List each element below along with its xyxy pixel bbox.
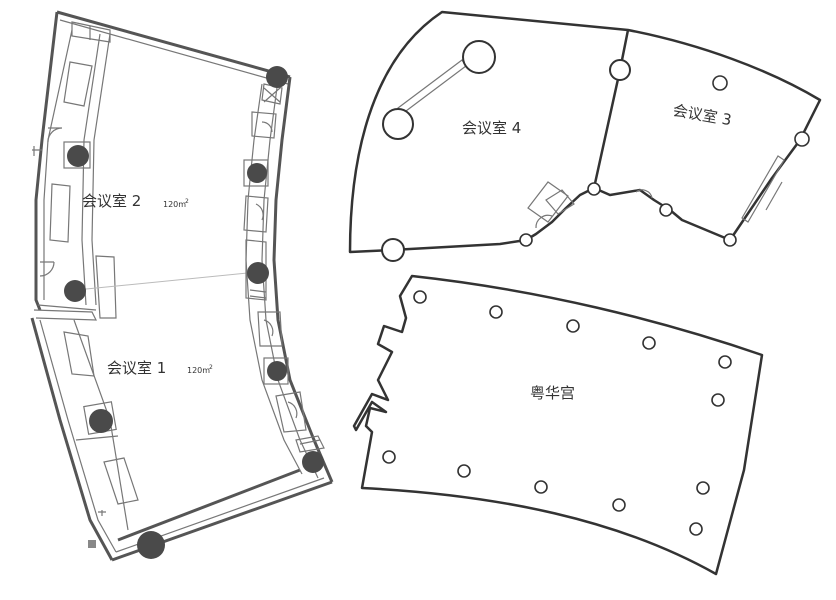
structural-column <box>266 66 288 88</box>
structural-column <box>382 450 396 464</box>
room-4-name: 会议室 4 <box>462 119 521 137</box>
structural-column <box>642 336 656 350</box>
yuehua-hall-name: 粤华宫 <box>530 384 575 402</box>
structural-column <box>723 233 737 247</box>
structural-column <box>612 498 626 512</box>
room-2-area-unit: 2 <box>185 198 189 205</box>
structural-column <box>89 409 113 433</box>
structural-column <box>302 451 324 473</box>
wall-bench <box>741 155 785 223</box>
left-building: 会议室 2 120m 2 会议室 1 120m 2 <box>30 10 334 562</box>
structural-column <box>718 355 732 369</box>
structural-column <box>534 480 548 494</box>
room-1-name: 会议室 1 <box>107 359 166 377</box>
structural-column <box>587 182 601 196</box>
room-1-area: 120m <box>187 366 210 375</box>
room-2-area: 120m <box>163 200 186 209</box>
structural-column <box>711 393 725 407</box>
structural-column <box>382 108 414 140</box>
partition-panel <box>95 255 117 319</box>
structural-column <box>712 75 728 91</box>
structural-column <box>659 203 673 217</box>
structural-column <box>247 262 269 284</box>
cabinet-block <box>63 61 93 107</box>
structural-column <box>64 280 86 302</box>
structural-column <box>413 290 427 304</box>
structural-column <box>457 464 471 478</box>
structural-column <box>267 361 287 381</box>
structural-column <box>696 481 710 495</box>
structural-column <box>609 59 631 81</box>
structural-column <box>519 233 533 247</box>
structural-column <box>247 163 267 183</box>
cabinet-block <box>103 457 139 505</box>
structural-column <box>137 531 165 559</box>
bottom-right-building: 粤华宫 <box>352 274 764 576</box>
wall-bench <box>397 59 467 115</box>
structural-column <box>381 238 405 262</box>
room-1-area-unit: 2 <box>209 364 213 371</box>
structural-column <box>462 40 496 74</box>
room-2-name: 会议室 2 <box>82 192 141 210</box>
room-3-name: 会议室 3 <box>671 101 733 129</box>
structural-column <box>489 305 503 319</box>
cabinet-block <box>49 183 71 243</box>
top-right-building: 会议室 4 会议室 3 <box>348 10 822 262</box>
cabinet-block <box>63 331 95 377</box>
structural-column <box>689 522 703 536</box>
structural-column <box>566 319 580 333</box>
structural-column <box>67 145 89 167</box>
structural-column <box>794 131 810 147</box>
